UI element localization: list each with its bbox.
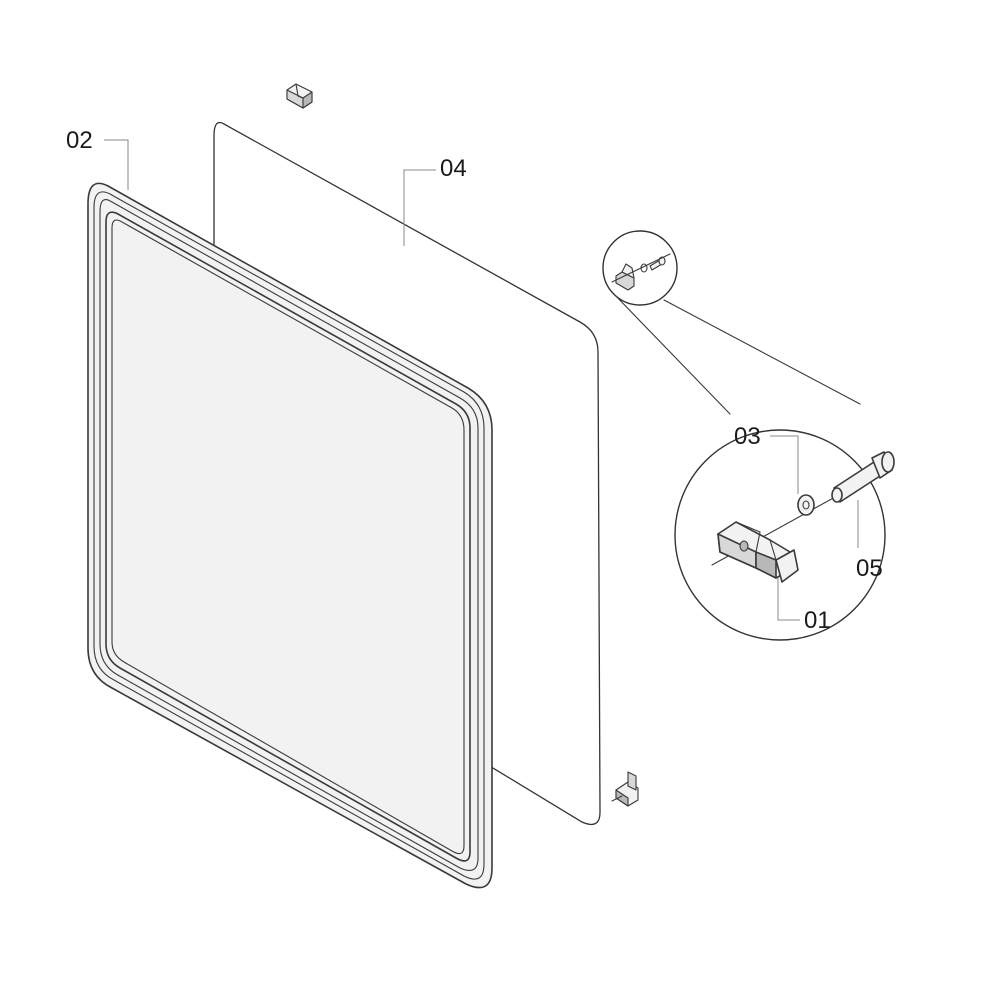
zoom-line-left	[611, 291, 731, 415]
washer-03	[797, 494, 815, 516]
screw-05	[831, 451, 895, 503]
frame-02	[87, 182, 493, 889]
zoom-line-right	[663, 299, 861, 405]
detail-indicator-circle	[602, 230, 678, 306]
callout-label-03: 03	[734, 423, 761, 450]
clip-01	[717, 521, 799, 583]
callout-label-05: 05	[856, 555, 883, 582]
callout-label-01: 01	[804, 607, 831, 634]
leader-lines	[104, 139, 859, 621]
callout-label-02: 02	[66, 127, 93, 154]
top-clip	[286, 83, 313, 109]
callout-label-04: 04	[440, 155, 467, 182]
bottom-clip	[611, 771, 639, 807]
detail-magnified-circle	[674, 429, 895, 641]
